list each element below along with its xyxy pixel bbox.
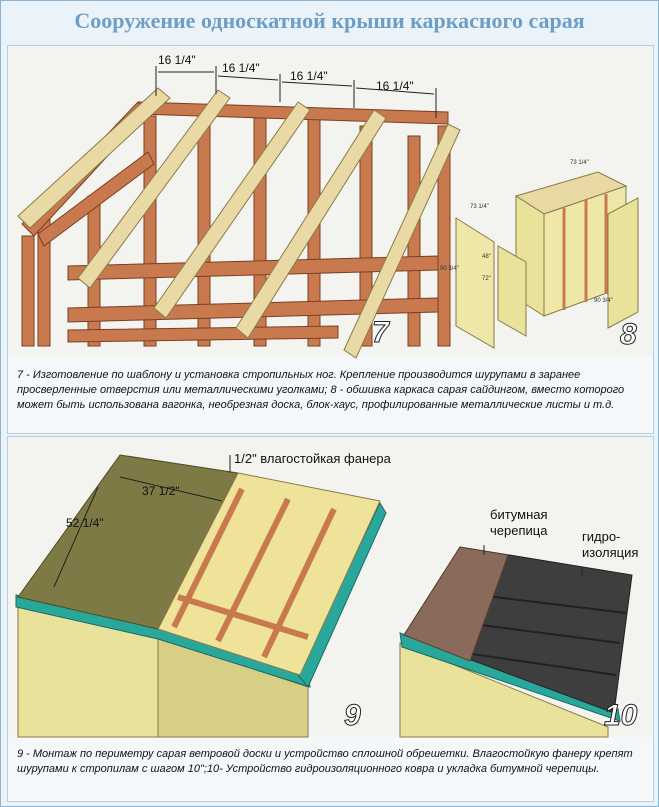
hydro-label-line2: изоляция <box>582 545 638 560</box>
small-shed-illustration <box>455 171 639 349</box>
dimension-label-1: 16 1/4" <box>158 53 196 67</box>
panel-figures-9-10: 1/2" влагостойкая фанера 37 1/2" 52 1/4"… <box>7 436 654 802</box>
width-dim-line <box>119 476 223 502</box>
small-dim-1: 73 1/4" <box>570 160 589 166</box>
plywood-label: 1/2" влагостойкая фанера <box>234 451 392 466</box>
caption-7-8: 7 - Изготовление по шаблону и установка … <box>17 369 625 411</box>
shed-wall-10 <box>399 642 609 738</box>
small-dim-2: 73 1/4" <box>470 204 489 210</box>
dimension-label-4: 16 1/4" <box>376 79 414 93</box>
figure-number-7: 7 <box>372 316 390 349</box>
panel-figures-7-8: 16 1/4" 16 1/4" 16 1/4" 16 1/4" 7 73 1/4… <box>7 45 654 434</box>
page-title: Сооружение односкатной крыши каркасного … <box>74 8 585 33</box>
length-dim-line <box>53 486 99 588</box>
caption-9-10: 9 - Монтаж по периметру сарая ветровой д… <box>17 748 633 775</box>
rafters <box>17 87 461 359</box>
hydro-label-line1: гидро- <box>582 529 620 544</box>
small-dim-5: 72" <box>482 276 491 282</box>
roll-seams <box>451 594 627 676</box>
shingles-label-line1: битумная <box>490 507 548 522</box>
small-dim-3: 90 3/4" <box>440 266 459 272</box>
figure-number-8: 8 <box>620 318 637 351</box>
dimension-label-3: 16 1/4" <box>290 69 328 83</box>
small-dim-4: 48" <box>482 254 491 260</box>
shingles-label-line2: черепица <box>490 523 548 538</box>
figure-number-10: 10 <box>604 699 638 732</box>
small-dim-6: 90 3/4" <box>594 298 613 304</box>
width-dimension: 37 1/2" <box>142 484 180 498</box>
length-dimension: 52 1/4" <box>66 516 104 530</box>
dimension-label-2: 16 1/4" <box>222 61 260 75</box>
rafter-frame <box>171 487 337 659</box>
figure-number-9: 9 <box>344 699 361 732</box>
bitumen-shingles <box>403 546 509 662</box>
illustration-7-8: 16 1/4" 16 1/4" 16 1/4" 16 1/4" 7 73 1/4… <box>8 46 653 359</box>
illustration-9-10: 1/2" влагостойкая фанера 37 1/2" 52 1/4"… <box>8 437 653 738</box>
dimension-lines <box>155 66 437 118</box>
